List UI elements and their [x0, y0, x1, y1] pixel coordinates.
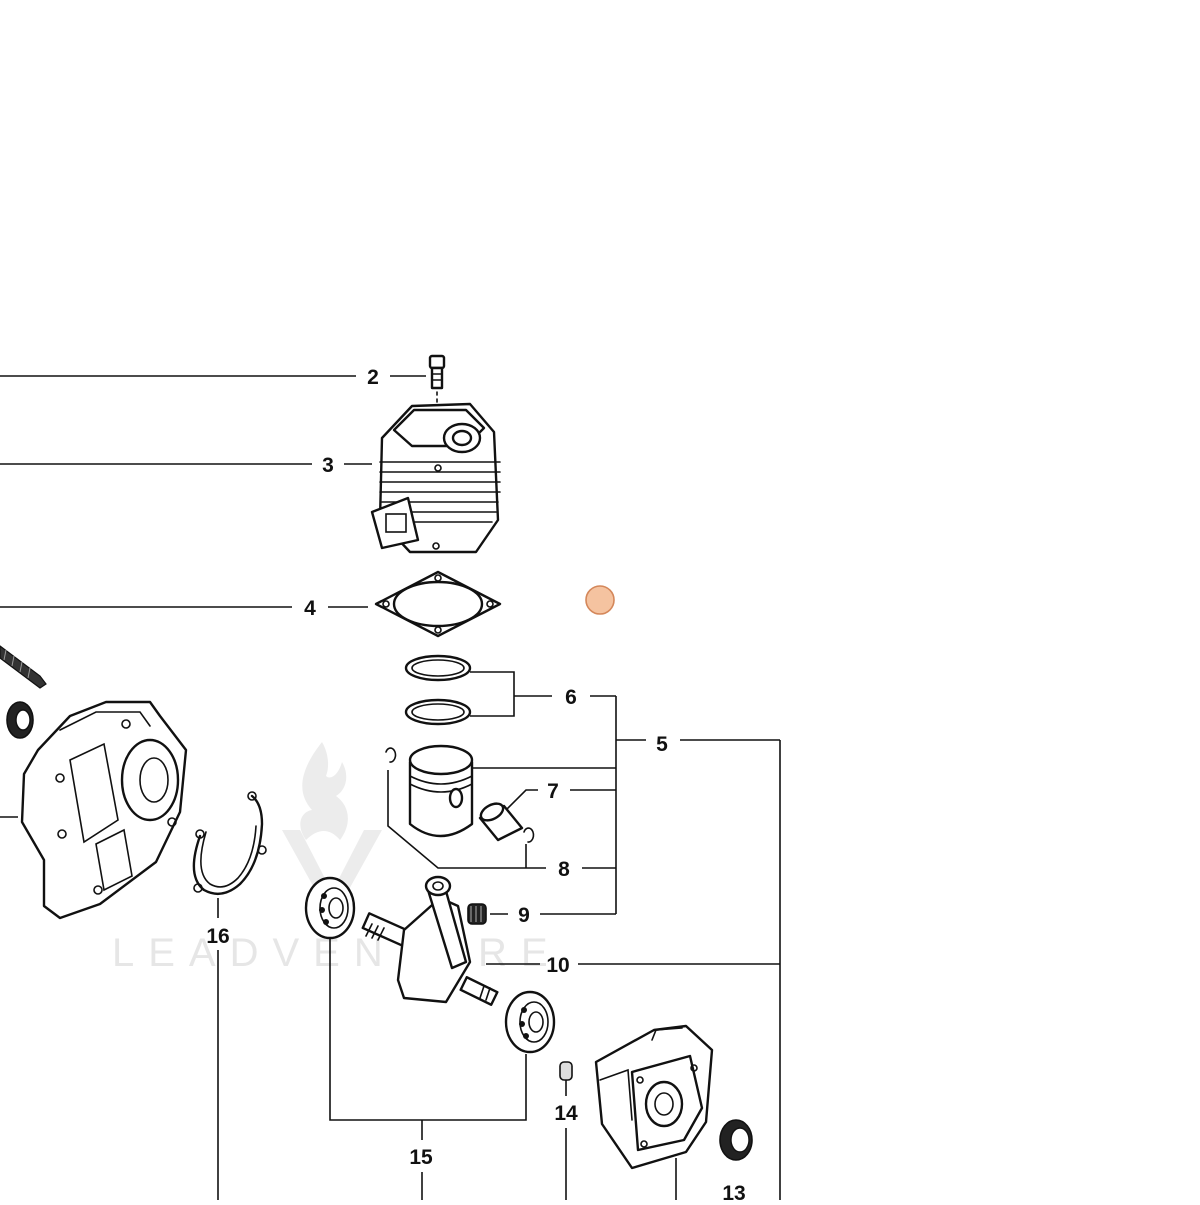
threaded-rod	[0, 645, 47, 689]
callout-15[interactable]: 15	[409, 1146, 433, 1169]
piston	[408, 744, 474, 838]
circlips-part-8	[385, 747, 535, 843]
callout-14[interactable]: 14	[554, 1102, 578, 1125]
callout-8[interactable]: 8	[558, 858, 570, 881]
flame-logo-icon	[282, 742, 382, 920]
crankcase-gasket-part-16	[192, 791, 267, 896]
callout-7[interactable]: 7	[547, 780, 559, 803]
piston-pin-part-7	[478, 802, 524, 842]
callout-13[interactable]: 13	[722, 1182, 745, 1205]
oil-seal-part-13	[719, 1119, 753, 1161]
callout-5[interactable]: 5	[656, 733, 668, 756]
crankshaft-part-10	[361, 875, 499, 1006]
callout-6[interactable]: 6	[565, 686, 577, 709]
crankcase-left	[20, 700, 188, 920]
callout-2[interactable]: 2	[367, 366, 379, 389]
bearing-left	[304, 876, 356, 940]
bearing-right	[504, 990, 556, 1054]
piston-rings-part-6	[404, 654, 472, 726]
callout-3[interactable]: 3	[322, 454, 334, 477]
callout-labels: 2 3 4 5 6 7 8 9 10 13 14 15 16	[206, 366, 745, 1205]
oil-seal-left	[6, 701, 34, 739]
crankcase-right	[594, 1024, 714, 1170]
highlight-marker[interactable]	[585, 585, 615, 615]
cylinder-part-3	[370, 402, 501, 554]
callout-4[interactable]: 4	[304, 597, 316, 620]
gasket-part-4	[374, 570, 502, 638]
dowel-pin-part-14	[559, 1061, 573, 1081]
needle-bearing-part-9	[467, 903, 487, 925]
callout-9[interactable]: 9	[518, 904, 530, 927]
callout-16[interactable]: 16	[206, 925, 229, 948]
callout-10[interactable]: 10	[546, 954, 569, 977]
leader-lines	[0, 375, 781, 1200]
